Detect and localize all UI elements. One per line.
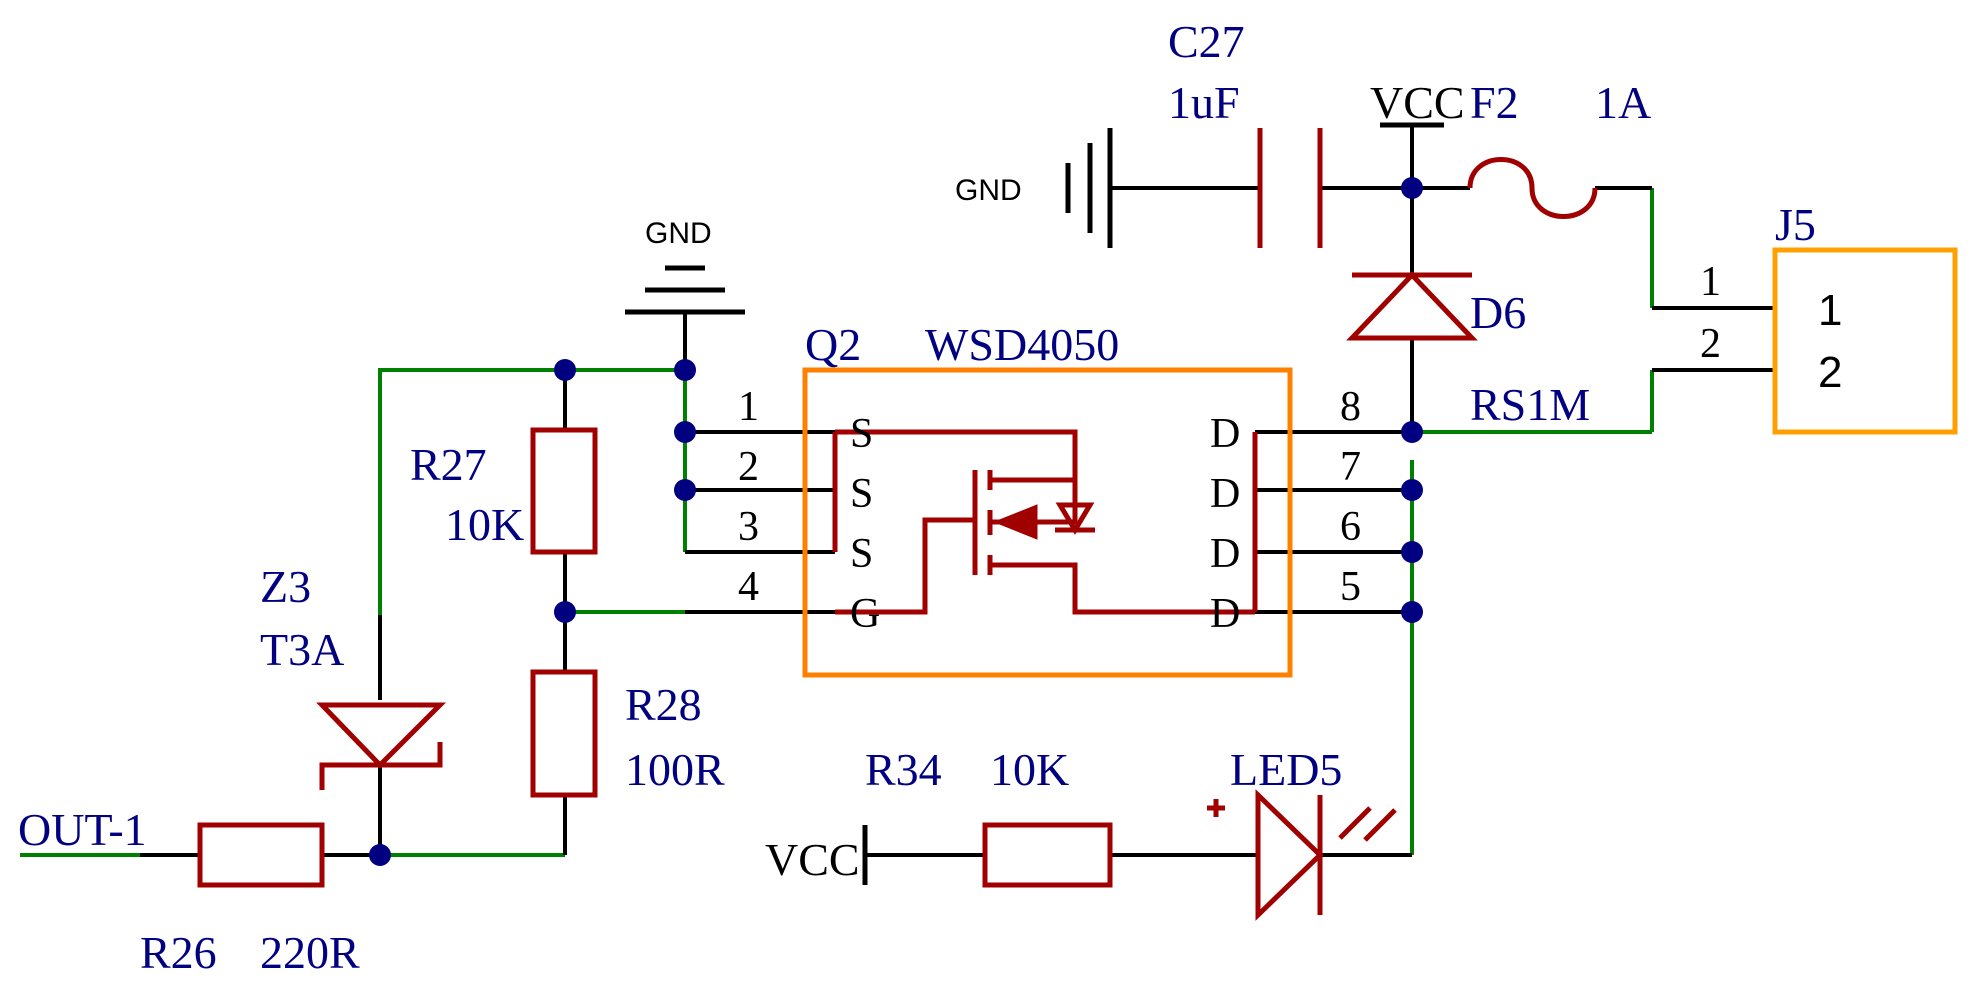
c27-ref: C27	[1168, 16, 1245, 67]
q2-mosfet-symbol	[835, 429, 1255, 615]
z3-value: T3A	[260, 624, 344, 675]
q2-pin-7-num: 7	[1340, 444, 1361, 490]
gnd-top-label: GND	[645, 217, 712, 250]
q2-value: WSD4050	[925, 319, 1119, 370]
gnd-top-symbol	[625, 265, 745, 315]
q2-pin-1-name: S	[850, 411, 873, 457]
led5-triangle	[1255, 789, 1324, 921]
r34-value: 10K	[990, 744, 1069, 795]
r26-value: 220R	[260, 927, 360, 978]
j5-pin-1-name: 1	[1818, 286, 1842, 335]
q2-pin-7-name: D	[1210, 471, 1240, 517]
led5-arrow-1	[1338, 806, 1372, 840]
f2-fuse-symbol	[1467, 157, 1598, 219]
q2-pin-5-num: 5	[1340, 564, 1361, 610]
z3-triangle	[316, 702, 447, 769]
j5-pin-2-num: 2	[1700, 321, 1721, 367]
r34-body	[982, 822, 1113, 888]
pin-wires	[140, 125, 1775, 857]
out1-net-label: OUT-1	[18, 804, 147, 855]
junctions	[369, 177, 1423, 866]
f2-value: 1A	[1595, 77, 1651, 128]
q2-pin-8-num: 8	[1340, 384, 1361, 430]
q2-pin-6-name: D	[1210, 531, 1240, 577]
d6-value: RS1M	[1470, 379, 1590, 430]
r27-ref: R27	[410, 439, 487, 490]
gnd-left-symbol	[1065, 128, 1113, 248]
q2-pin-4-name: G	[850, 591, 880, 637]
r28-value: 100R	[625, 744, 725, 795]
q2-pin-2-num: 2	[738, 444, 759, 490]
q2-pin-3-name: S	[850, 531, 873, 577]
q2-pin-5-name: D	[1210, 591, 1240, 637]
d6-ref: D6	[1470, 287, 1526, 338]
r27-value: 10K	[445, 499, 524, 550]
f2-ref: F2	[1470, 77, 1519, 128]
z3-ref: Z3	[260, 561, 311, 612]
r28-body	[530, 669, 598, 798]
q2-pin-2-name: S	[850, 471, 873, 517]
q2-pin-4-num: 4	[738, 564, 759, 610]
j5-pin-1-num: 1	[1700, 259, 1721, 305]
wire-z3-top	[378, 368, 685, 615]
r27-body	[530, 427, 598, 555]
q2-outline	[802, 367, 1293, 678]
r26-ref: R26	[140, 927, 217, 978]
vcc-bottom-label: VCC	[765, 834, 860, 885]
q2-pin-6-num: 6	[1340, 504, 1361, 550]
r26-body	[197, 822, 325, 888]
vcc-top-label: VCC	[1370, 77, 1465, 128]
q2-ref: Q2	[805, 319, 861, 370]
j5-ref: J5	[1775, 199, 1816, 250]
r28-ref: R28	[625, 679, 702, 730]
c27-value: 1uF	[1168, 77, 1240, 128]
led5-arrow-2	[1363, 808, 1397, 842]
q2-pin-8-name: D	[1210, 411, 1240, 457]
j5-pin-2-name: 2	[1818, 348, 1842, 397]
q2-pin-3-num: 3	[738, 504, 759, 550]
led5-ref: LED5	[1230, 744, 1342, 795]
q2-pin-1-num: 1	[738, 384, 759, 430]
z3-bar	[319, 742, 443, 790]
gnd-left-label: GND	[955, 174, 1022, 207]
wires	[20, 188, 1654, 857]
components	[197, 128, 1598, 921]
d6-triangle	[1346, 271, 1478, 341]
r34-ref: R34	[865, 744, 942, 795]
j5-outline	[1772, 247, 1958, 435]
